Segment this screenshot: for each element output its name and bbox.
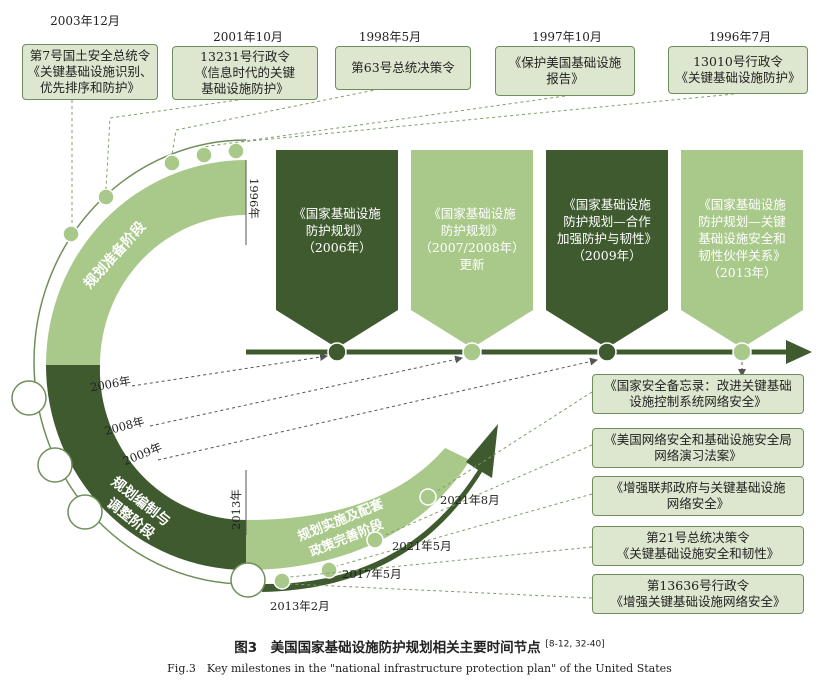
top-date-4: 1997年10月 <box>532 30 602 44</box>
caption-cn-text: 图3 美国国家基础设施防护规划相关主要时间节点 <box>234 640 541 656</box>
right-event-box-5: 第13636号行政令 《增强关键基础设施网络安全》 <box>592 574 804 614</box>
timeline-arrowhead <box>786 340 812 364</box>
plan-shape-2 <box>411 150 533 348</box>
top-event-box-2: 13231号行政令 《信息时代的关键 基础设施防护》 <box>172 46 318 100</box>
top-date-2: 2001年10月 <box>213 30 283 44</box>
caption-en: Fig.3 Key milestones in the "national in… <box>167 662 672 675</box>
outer-ring <box>33 139 247 585</box>
bottom-date-1: 2021年8月 <box>440 493 500 507</box>
bottom-date-3: 2017年5月 <box>342 567 402 581</box>
plan-dot-2 <box>462 342 482 362</box>
year-2013: 2013年 <box>229 489 243 530</box>
plan-text-3: 《国家基础设施 防护规划—合作 加强防护与韧性》 （2009年） <box>556 197 657 263</box>
bottom-date-4: 2013年2月 <box>270 599 330 613</box>
plan-shape-4 <box>681 150 803 348</box>
right-event-box-3: 《增强联邦政府与关键基础设施 网络安全》 <box>592 476 804 516</box>
event-dot <box>62 225 80 243</box>
event-dot <box>97 188 115 206</box>
stage-prep-band <box>46 160 246 365</box>
node-circle <box>67 494 103 530</box>
event-dot <box>195 146 213 164</box>
event-dot <box>320 561 338 579</box>
event-dot <box>419 488 437 506</box>
top-event-box-3: 第63号总统决策令 <box>335 46 471 90</box>
right-event-box-4: 第21号总统决策令 《关键基础设施安全和韧性》 <box>592 526 804 566</box>
plan-dot-3 <box>597 342 617 362</box>
top-date-3: 1998年5月 <box>358 30 422 44</box>
top-date-1: 2003年12月 <box>50 14 120 28</box>
caption-ref: [8-12, 32-40] <box>545 639 605 650</box>
top-event-box-1: 第7号国土安全总统令 《关键基础设施识别、 优先排序和防护》 <box>22 44 158 100</box>
plan-dot-1 <box>327 342 347 362</box>
stage-compile-band <box>46 365 246 570</box>
event-dot <box>366 531 384 549</box>
plan-dot-4 <box>732 342 752 362</box>
node-circle <box>11 380 47 416</box>
rising-arrow <box>262 424 498 592</box>
plan-text-2: 《国家基础设施 防护规划》 （2007/2008年） 更新 <box>419 206 525 272</box>
plan-text-1: 《国家基础设施 防护规划》 （2006年） <box>293 206 381 255</box>
stage-impl-band <box>246 448 470 570</box>
event-dot <box>163 154 181 172</box>
bottom-date-2: 2021年5月 <box>392 539 452 553</box>
timeline-diagram: 规划准备阶段 规划编制与 调整阶段 规划实施及配套 政策完善阶段 <box>11 87 812 599</box>
plan-shape-3 <box>546 150 668 348</box>
plan-text-4: 《国家基础设施 防护规划—关键 基础设施安全和 韧性伙伴关系》 （2013年） <box>698 197 786 280</box>
top-event-box-4: 《保护美国基础设施 报告》 <box>495 46 635 96</box>
plan-shape-1 <box>276 150 398 348</box>
node-circle <box>37 447 73 483</box>
node-circle <box>230 562 266 598</box>
top-date-5: 1996年7月 <box>708 30 772 44</box>
event-dot <box>227 142 245 160</box>
caption-cn: 图3 美国国家基础设施防护规划相关主要时间节点 [8-12, 32-40] <box>0 636 839 657</box>
event-dot <box>273 572 291 590</box>
year-1996: 1996年 <box>247 178 261 219</box>
top-event-box-5: 13010号行政令 《关键基础设施防护》 <box>668 46 808 94</box>
right-event-box-1: 《国家安全备忘录：改进关键基础 设施控制系统网络安全》 <box>592 374 804 414</box>
right-event-box-2: 《美国网络安全和基础设施安全局 网络演习法案》 <box>592 428 804 468</box>
